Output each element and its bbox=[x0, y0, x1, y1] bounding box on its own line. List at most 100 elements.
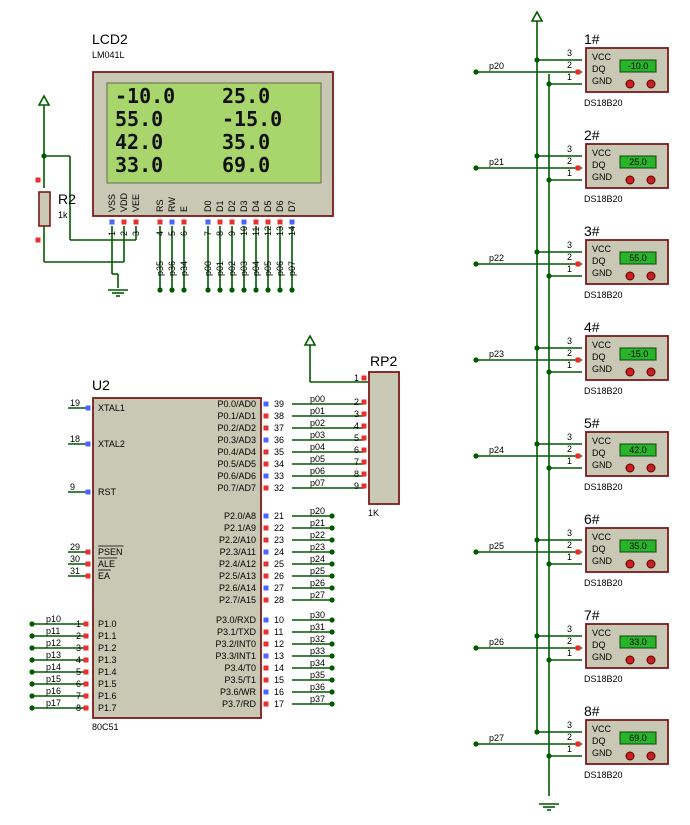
mcu-net-label: p00 bbox=[310, 394, 325, 404]
mcu-pin-name: P0.6/AD6 bbox=[217, 471, 256, 481]
lcd-pin-marker bbox=[253, 219, 259, 225]
sensor-adjust-button bbox=[646, 79, 656, 89]
lcd-row-1-value-2: 25.0 bbox=[222, 84, 270, 108]
mcu-pin-num: 31 bbox=[70, 566, 80, 576]
mcu-pin-marker bbox=[263, 513, 269, 519]
mcu-net-label: p10 bbox=[46, 614, 61, 624]
junction-dot bbox=[157, 287, 163, 293]
sensor-pin-num: 3 bbox=[567, 624, 572, 634]
junction-dot bbox=[534, 249, 540, 255]
mcu-pin-name: P3.4/T0 bbox=[224, 663, 256, 673]
junction-dot bbox=[229, 287, 235, 293]
lcd-pin-num: 8 bbox=[215, 231, 225, 236]
sensor-pin-marker bbox=[575, 69, 581, 75]
junction-dot bbox=[473, 357, 479, 363]
mcu-pin-name: P3.3/INT1 bbox=[215, 651, 256, 661]
lcd-pin-marker bbox=[289, 219, 295, 225]
lcd-net-label: p05 bbox=[263, 261, 273, 276]
junction-dot bbox=[329, 537, 335, 543]
mcu-pin-marker bbox=[83, 693, 89, 699]
junction-dot bbox=[29, 645, 35, 651]
lcd-net-label: p03 bbox=[239, 261, 249, 276]
sensor-adjust-button bbox=[646, 463, 656, 473]
sensor-pin-num: 1 bbox=[567, 456, 572, 466]
sensor-pin-num: 3 bbox=[567, 240, 572, 250]
mcu-pin-name: P2.1/A9 bbox=[224, 523, 256, 533]
junction-dot bbox=[29, 693, 35, 699]
mcu-pin-num: 7 bbox=[76, 691, 81, 701]
lcd-net-label: p34 bbox=[179, 261, 189, 276]
mcu-pin-num: 10 bbox=[274, 615, 284, 625]
mcu-pin-marker bbox=[263, 485, 269, 491]
mcu-pin-marker bbox=[83, 645, 89, 651]
mcu-net-label: p21 bbox=[310, 518, 325, 528]
mcu-net-label: p36 bbox=[310, 682, 325, 692]
rp2-pin-marker bbox=[361, 435, 367, 441]
lcd-row-3-value-2: 35.0 bbox=[222, 130, 270, 154]
junction-dot bbox=[546, 273, 552, 279]
junction-dot bbox=[473, 741, 479, 747]
sensor-part: DS18B20 bbox=[584, 482, 623, 492]
junction-dot bbox=[181, 287, 187, 293]
sensor-part: DS18B20 bbox=[584, 770, 623, 780]
sensor-pin-label: DQ bbox=[592, 640, 606, 650]
lcd-net-label: p06 bbox=[275, 261, 285, 276]
sensor-pin-label: DQ bbox=[592, 160, 606, 170]
junction-dot bbox=[534, 57, 540, 63]
sensor-adjust-button bbox=[625, 751, 635, 761]
sensor-screen bbox=[619, 731, 657, 745]
junction-dot bbox=[546, 465, 552, 471]
junction-dot bbox=[329, 573, 335, 579]
lcd-pin-name: VEE bbox=[131, 194, 141, 212]
mcu-net-label: p34 bbox=[310, 658, 325, 668]
mcu-pin-num: 38 bbox=[274, 411, 284, 421]
mcu-pin-marker bbox=[263, 537, 269, 543]
mcu-pin-num: 9 bbox=[70, 482, 75, 492]
r2-power-arrow bbox=[37, 94, 51, 106]
junction-dot bbox=[546, 561, 552, 567]
mcu-pin-marker bbox=[263, 653, 269, 659]
mcu-pin-marker bbox=[263, 413, 269, 419]
mcu-pin-num: 35 bbox=[274, 447, 284, 457]
junction-dot bbox=[277, 287, 283, 293]
junction-dot bbox=[473, 453, 479, 459]
lcd-pin-marker bbox=[241, 219, 247, 225]
lcd-pin-name: VDD bbox=[119, 192, 129, 212]
mcu-pin-name: PSEN bbox=[98, 547, 123, 557]
mcu-pin-name: P3.5/T1 bbox=[224, 675, 256, 685]
junction-dot bbox=[329, 525, 335, 531]
lcd-row-2-value-1: 55.0 bbox=[115, 107, 163, 131]
mcu-net-label: p12 bbox=[46, 638, 61, 648]
lcd-pin-num: 5 bbox=[167, 231, 177, 236]
mcu-pin-name: P0.4/AD4 bbox=[217, 447, 256, 457]
junction-dot bbox=[241, 287, 247, 293]
mcu-net-label: p03 bbox=[310, 430, 325, 440]
mcu-pin-marker bbox=[263, 585, 269, 591]
lcd-pin-num: 11 bbox=[251, 227, 261, 236]
sensor-pin-label: VCC bbox=[592, 52, 612, 62]
mcu-pin-num: 28 bbox=[274, 595, 284, 605]
mcu-net-label: p05 bbox=[310, 454, 325, 464]
sensor-pin-num: 1 bbox=[567, 264, 572, 274]
junction-dot bbox=[29, 669, 35, 675]
junction-dot bbox=[29, 681, 35, 687]
mcu-pin-name: P2.3/A11 bbox=[220, 547, 256, 557]
sensor-pin-num: 1 bbox=[567, 72, 572, 82]
sensor-pin-marker bbox=[575, 261, 581, 267]
sensor-pin-num: 1 bbox=[567, 744, 572, 754]
lcd-net-label: p00 bbox=[203, 261, 213, 276]
sensor-value: 25.0 bbox=[629, 157, 647, 167]
mcu-net-label: p07 bbox=[310, 478, 325, 488]
lcd-row-4-value-1: 33.0 bbox=[115, 153, 163, 177]
mcu-pin-num: 12 bbox=[274, 639, 284, 649]
sensor-part: DS18B20 bbox=[584, 674, 623, 684]
mcu-net-label: p25 bbox=[310, 566, 325, 576]
mcu-net-label: p26 bbox=[310, 578, 325, 588]
mcu-pin-name: P0.3/AD3 bbox=[217, 435, 256, 445]
sensor-pin-marker bbox=[575, 453, 581, 459]
mcu-pin-num: 23 bbox=[274, 535, 284, 545]
mcu-pin-marker bbox=[85, 489, 91, 495]
sensor-value: 69.0 bbox=[629, 733, 647, 743]
mcu-pin-name: P2.0/A8 bbox=[224, 511, 256, 521]
